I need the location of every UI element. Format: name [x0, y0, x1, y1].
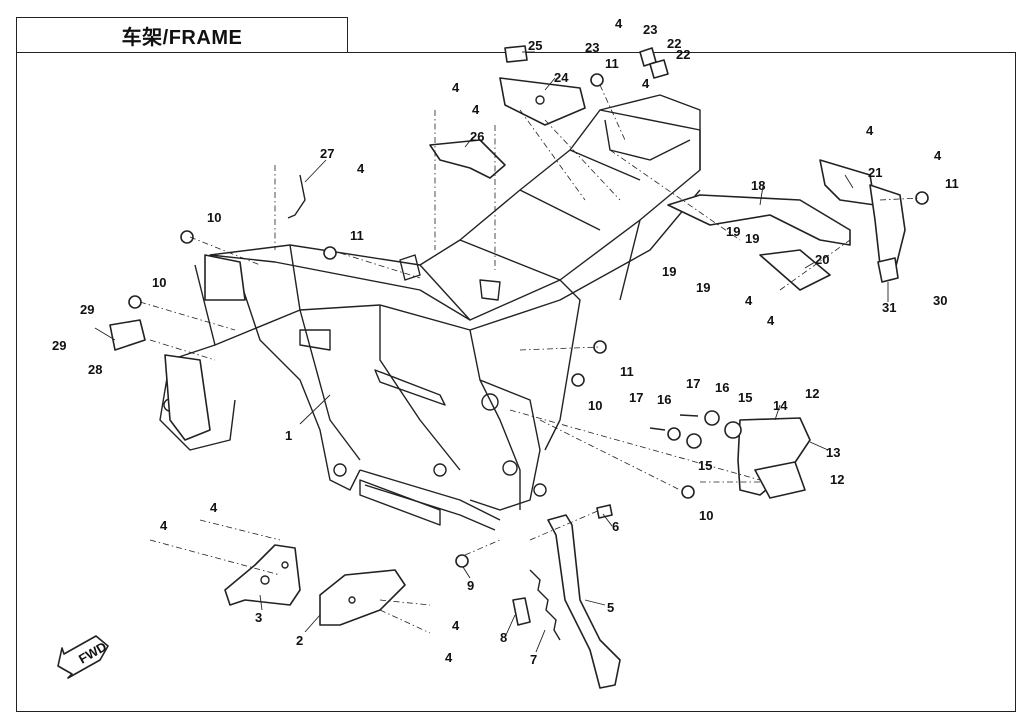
callout-number: 25 — [528, 38, 542, 53]
callout-number: 4 — [745, 293, 753, 308]
callout-number: 19 — [745, 231, 759, 246]
callout-number: 19 — [662, 264, 676, 279]
callout-number: 4 — [452, 618, 460, 633]
callout-number: 1 — [285, 428, 292, 443]
parts-bottom — [109, 319, 621, 689]
callout-number: 31 — [882, 300, 896, 315]
callout-number: 22 — [667, 36, 681, 51]
callout-number: 4 — [357, 161, 365, 176]
callout-number: 4 — [767, 313, 775, 328]
callout-number: 20 — [815, 252, 829, 267]
callout-number: 29 — [52, 338, 66, 353]
callout-number: 27 — [320, 146, 334, 161]
callout-number: 23 — [585, 40, 599, 55]
page-title: 车架/FRAME — [121, 26, 243, 49]
callout-number: 30 — [933, 293, 947, 308]
callout-number: 10 — [207, 210, 221, 225]
callout-number: 4 — [160, 518, 168, 533]
callout-number: 16 — [657, 392, 671, 407]
title-box: 车架/FRAME — [16, 17, 348, 53]
callout-number: 18 — [751, 178, 765, 193]
callout-number: 4 — [866, 123, 874, 138]
callout-number: 4 — [642, 76, 650, 91]
callout-number: 9 — [467, 578, 474, 593]
callout-number: 12 — [830, 472, 844, 487]
callout-number: 21 — [868, 165, 882, 180]
callout-number: 4 — [472, 102, 480, 117]
callout-number: 24 — [554, 70, 569, 85]
parts-rear-right — [667, 159, 906, 291]
callout-number: 2 — [296, 633, 303, 648]
callout-number: 15 — [698, 458, 712, 473]
callout-number: 4 — [210, 500, 218, 515]
main-frame — [159, 94, 701, 531]
callout-number: 11 — [945, 176, 959, 191]
callout-number: 15 — [738, 390, 752, 405]
callout-number: 19 — [696, 280, 710, 295]
callout-number: 10 — [152, 275, 166, 290]
callout-number: 16 — [715, 380, 729, 395]
callout-number: 23 — [643, 22, 657, 37]
callout-number: 4 — [615, 16, 623, 31]
callout-number: 17 — [629, 390, 643, 405]
callout-number: 13 — [826, 445, 840, 460]
parts-right-mid — [649, 410, 811, 499]
callout-number: 10 — [699, 508, 713, 523]
callout-number: 17 — [686, 376, 700, 391]
callout-number: 3 — [255, 610, 262, 625]
callout-number: 4 — [445, 650, 453, 665]
callout-number: 11 — [350, 228, 364, 243]
callout-number: 11 — [620, 364, 634, 379]
parts-upper — [128, 45, 929, 499]
callout-number: 28 — [88, 362, 102, 377]
callout-labels: 1 2 3 4 4 4 4 4 4 4 4 4 4 4 4 4 5 6 7 8 … — [52, 16, 959, 667]
leader-lines — [94, 51, 921, 653]
callout-number: 8 — [500, 630, 507, 645]
callout-number: 7 — [530, 652, 537, 667]
callout-number: 19 — [726, 224, 740, 239]
callout-number: 6 — [612, 519, 619, 534]
callout-number: 14 — [773, 398, 788, 413]
callout-number: 4 — [934, 148, 942, 163]
fwd-arrow: FWD — [57, 635, 109, 679]
callout-number: 29 — [80, 302, 94, 317]
callout-number: 4 — [452, 80, 460, 95]
callout-number: 22 — [676, 47, 690, 62]
callout-number: 5 — [607, 600, 614, 615]
callout-number: 12 — [805, 386, 819, 401]
callout-number: 26 — [470, 129, 484, 144]
callout-number: 10 — [588, 398, 602, 413]
callout-number: 11 — [605, 56, 619, 71]
